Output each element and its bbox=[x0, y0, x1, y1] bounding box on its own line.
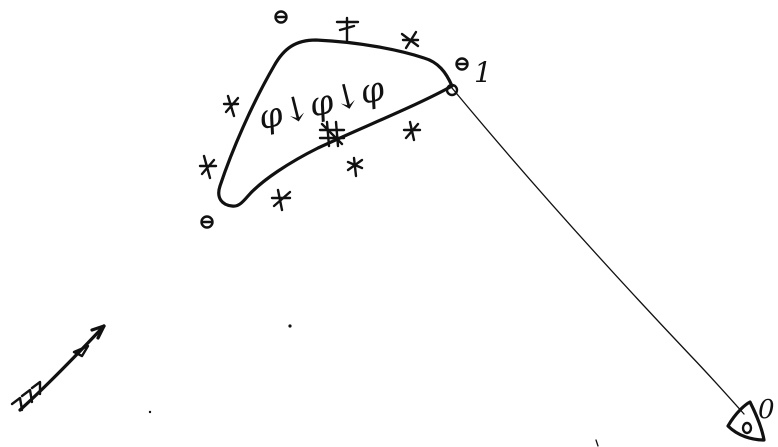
sight-line bbox=[451, 87, 745, 415]
eye-label: 0 bbox=[758, 395, 775, 425]
asterisk-icon bbox=[270, 188, 292, 212]
closed-region-outline bbox=[217, 38, 454, 208]
asterisk-icon bbox=[402, 120, 422, 142]
vertex-right-label: 1 bbox=[474, 56, 492, 89]
vertex-mark-bottom-left bbox=[200, 215, 214, 229]
vertex-mark-right bbox=[445, 57, 469, 97]
feathered-arrow-icon bbox=[10, 324, 106, 412]
asterisk-icon bbox=[400, 30, 420, 50]
asterisk-icon bbox=[335, 16, 360, 44]
stray-dot bbox=[288, 324, 292, 328]
asterisk-icon bbox=[346, 156, 364, 178]
eye-icon bbox=[726, 400, 766, 442]
vertex-mark-top bbox=[274, 10, 288, 24]
asterisk-icon bbox=[198, 154, 218, 180]
inner-formula: φ↓φ↓φ bbox=[254, 69, 388, 139]
asterisk-icon bbox=[318, 120, 346, 148]
stray-tick bbox=[595, 439, 599, 447]
stray-dot bbox=[148, 410, 152, 414]
asterisk-icon bbox=[222, 94, 240, 118]
